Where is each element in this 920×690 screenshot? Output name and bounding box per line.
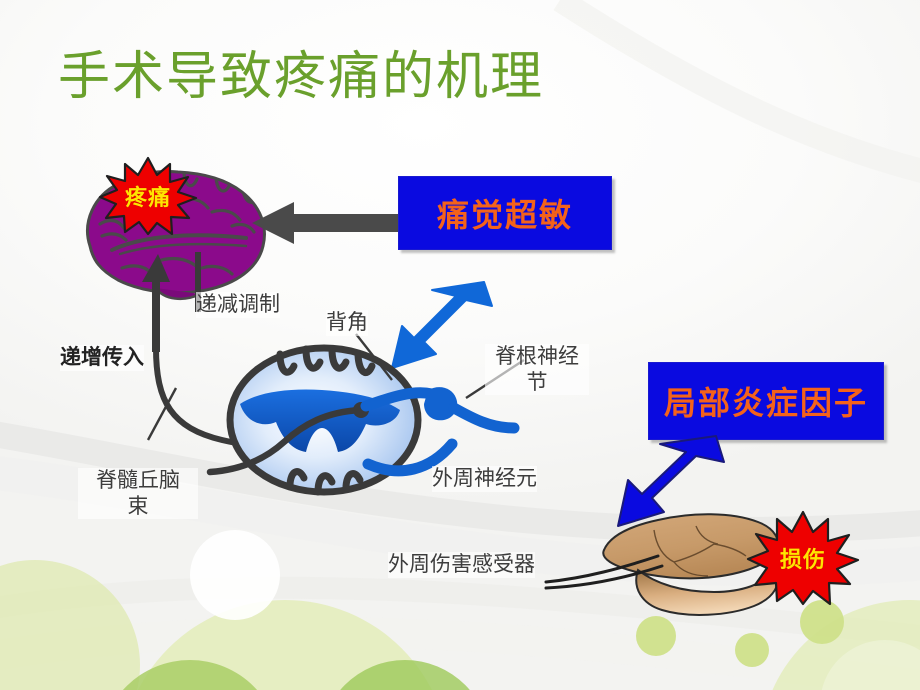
pain-burst: 疼痛: [98, 156, 198, 236]
peripheral-tissue-illustration: [544, 500, 816, 620]
callout-hyperalgesia-label: 痛觉超敏: [436, 197, 573, 233]
label-dorsal-horn: 背角: [326, 310, 368, 336]
callout-hyperalgesia[interactable]: 痛觉超敏: [398, 176, 612, 250]
decorative-dot: [636, 616, 676, 656]
decorative-circle: [0, 560, 140, 690]
decorative-circle: [320, 660, 490, 690]
decorative-dot: [735, 633, 769, 667]
decorative-highlight: [190, 530, 280, 620]
inflammation-to-tissue-arrow: [612, 435, 725, 532]
injury-burst: 损伤: [746, 510, 860, 606]
label-descending-modulation: 递减调制: [196, 292, 280, 318]
decorative-circle: [120, 600, 450, 690]
label-dorsal-root-ganglion: 脊根神经 节: [485, 344, 589, 396]
slide-title: 手术导致疼痛的机理: [58, 49, 545, 106]
decorative-circle: [820, 640, 920, 690]
label-peripheral-nociceptor: 外周伤害感受器: [388, 552, 535, 578]
label-spinothalamic-tract: 脊髓丘脑 束: [78, 468, 198, 520]
pain-burst-label: 疼痛: [124, 185, 171, 210]
spinal-cord-illustration: [206, 332, 520, 510]
decorative-circle: [100, 660, 280, 690]
injury-burst-label: 损伤: [779, 547, 826, 572]
callout-inflammation-label: 局部炎症因子: [663, 385, 868, 421]
hyperalgesia-to-brain-arrow: [252, 200, 404, 246]
label-peripheral-neuron: 外周神经元: [432, 466, 537, 492]
dorsal-horn-leader-line: [352, 333, 400, 386]
label-ascending-input: 递增传入: [60, 345, 144, 371]
callout-inflammation[interactable]: 局部炎症因子: [648, 362, 884, 440]
